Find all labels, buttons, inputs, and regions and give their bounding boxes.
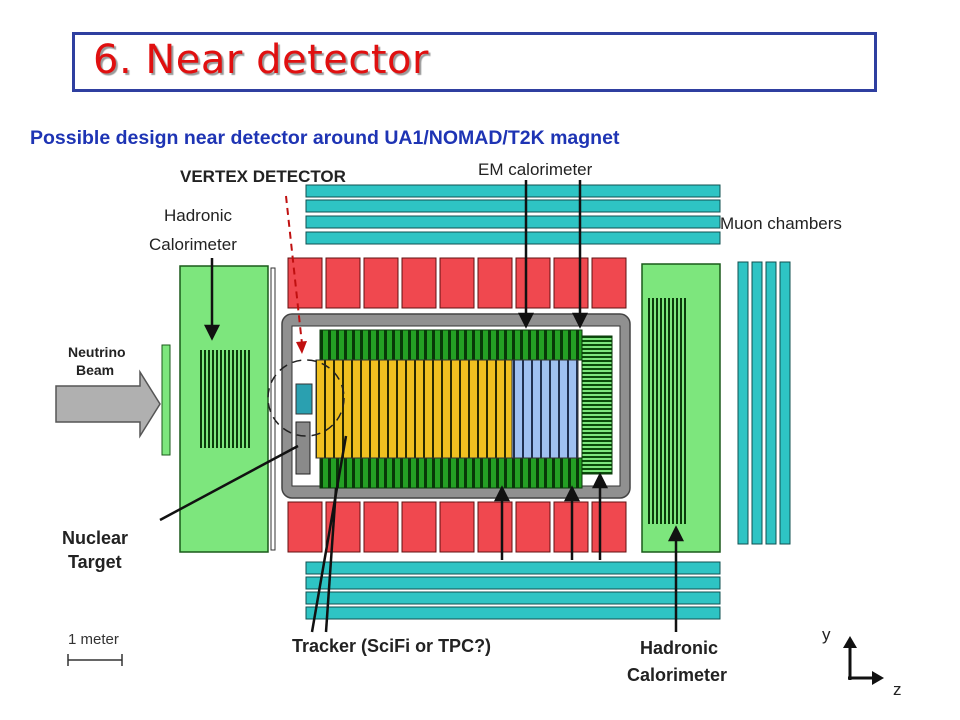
scale-label: 1 meter	[68, 631, 119, 648]
tracker-yellow	[315, 359, 513, 459]
nuclear-target-label-line2: Target	[68, 552, 122, 572]
hadronic-calorimeter-bottom-label-line1: Hadronic	[640, 638, 718, 658]
neutrino-beam-arrow	[55, 369, 161, 439]
em-calorimeter-bottom	[319, 457, 583, 489]
magnet-yoke-bottom	[287, 501, 627, 553]
muon-chambers-top	[305, 184, 721, 245]
title-box: 6. Near detector	[72, 32, 877, 92]
neutrino-label-line2: Beam	[76, 362, 114, 378]
slide-subtitle: Possible design near detector around UA1…	[30, 127, 620, 149]
vertex-detector-label: VERTEX DETECTOR	[180, 167, 346, 186]
nuclear-target-label-line1: Nuclear	[62, 528, 128, 548]
em-calorimeter-top	[319, 329, 583, 361]
muon-chambers-label: Muon chambers	[720, 214, 842, 233]
hadronic-calorimeter-top-label-line2: Calorimeter	[149, 235, 237, 254]
axis-indicator	[843, 636, 884, 685]
muon-chambers-right	[737, 261, 791, 545]
hadronic-calorimeter-left	[161, 265, 276, 553]
scale-bar	[67, 654, 123, 666]
vertex-detector-pointer	[285, 195, 307, 354]
hadronic-calorimeter-bottom-label-line2: Calorimeter	[627, 665, 727, 685]
slide-title: 6. Near detector	[93, 37, 429, 83]
nuclear-target-module	[295, 421, 311, 475]
axis-z-label: z	[893, 680, 902, 699]
tracker-blue	[511, 359, 579, 459]
vertex-region-circle	[267, 359, 345, 437]
vertex-detector-module	[295, 383, 313, 415]
pointer-lines	[159, 180, 685, 633]
hadronic-calorimeter-top-label-line1: Hadronic	[164, 206, 233, 225]
em-calorimeter-downstream	[581, 335, 613, 475]
neutrino-label-line1: Neutrino	[68, 344, 126, 360]
hadronic-calorimeter-right	[641, 263, 721, 553]
magnet-yoke-top	[287, 257, 627, 309]
tracker-label: Tracker (SciFi or TPC?)	[292, 636, 491, 656]
muon-chambers-bottom	[305, 561, 721, 620]
axis-y-label: y	[822, 625, 831, 644]
em-calorimeter-label: EM calorimeter	[478, 160, 593, 179]
